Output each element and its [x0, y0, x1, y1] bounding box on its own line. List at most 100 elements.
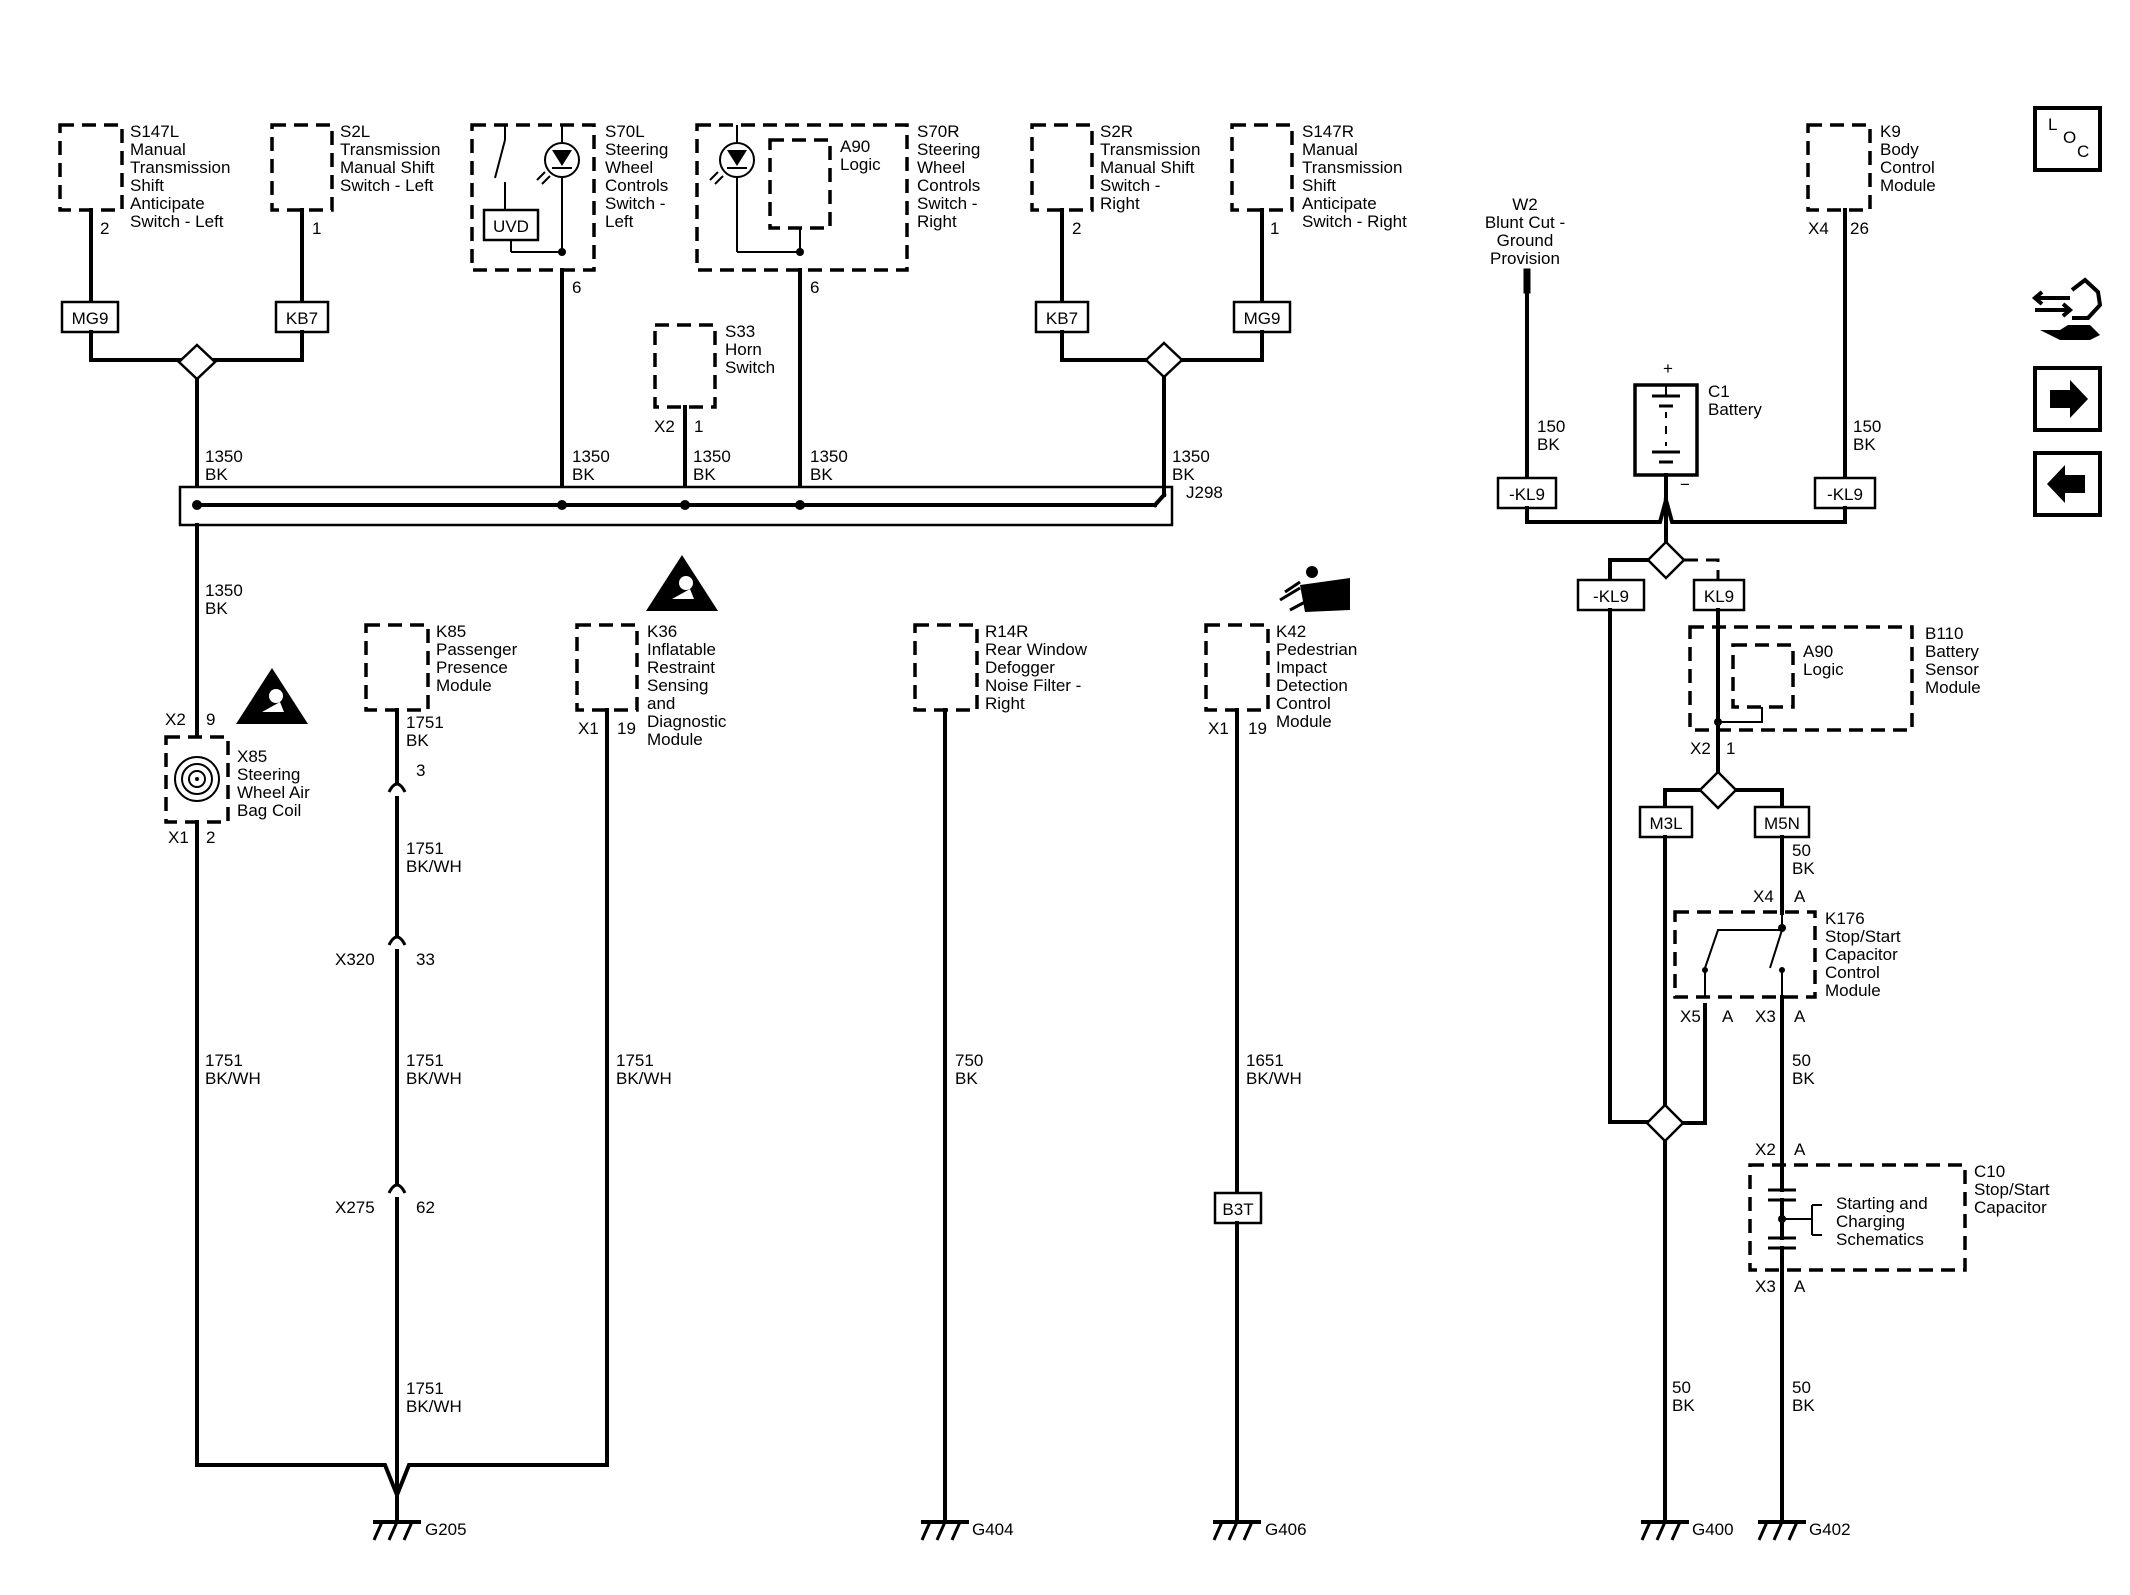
ground-g205: G205	[372, 1520, 467, 1541]
svg-text:BK: BK	[693, 465, 716, 484]
component-k9[interactable]: K9 Body Control Module X4 26	[1806, 122, 1936, 238]
splice-kl9-low-right	[1692, 578, 1746, 612]
svg-text:R14R: R14R	[985, 622, 1028, 641]
component-s70r[interactable]: A90 Logic S70R Steering Wheel Controls S…	[695, 122, 980, 297]
wrench-icon	[2040, 325, 2100, 340]
svg-text:S2L: S2L	[340, 122, 370, 141]
component-k176[interactable]: K176 Stop/Start Capacitor Control Module…	[1673, 887, 1901, 1026]
svg-text:K9: K9	[1880, 122, 1901, 141]
svg-text:1350: 1350	[205, 447, 243, 466]
svg-text:X4: X4	[1753, 887, 1774, 906]
svg-text:Body: Body	[1880, 140, 1919, 159]
svg-text:Module: Module	[1276, 712, 1332, 731]
splice-mg9-right	[1232, 300, 1292, 334]
svg-text:62: 62	[416, 1198, 435, 1217]
svg-text:Left: Left	[605, 212, 634, 231]
svg-text:-KL9: -KL9	[1593, 587, 1629, 606]
svg-text:3: 3	[416, 761, 425, 780]
component-s147l[interactable]: S147L Manual Transmission Shift Anticipa…	[58, 122, 230, 238]
svg-text:C10: C10	[1974, 1162, 2005, 1181]
svg-text:BK: BK	[1853, 435, 1876, 454]
component-w2[interactable]: W2 Blunt Cut - Ground Provision	[1485, 195, 1565, 268]
svg-text:MG9: MG9	[72, 309, 109, 328]
s147l-pin: 2	[100, 219, 109, 238]
svg-text:O: O	[2063, 128, 2076, 147]
svg-text:X320: X320	[335, 950, 375, 969]
svg-text:Passenger: Passenger	[436, 640, 518, 659]
svg-text:BK/WH: BK/WH	[1246, 1069, 1302, 1088]
svg-text:BK: BK	[1537, 435, 1560, 454]
svg-text:X2: X2	[165, 710, 186, 729]
svg-text:2: 2	[1072, 219, 1081, 238]
svg-text:150: 150	[1853, 417, 1881, 436]
svg-text:1: 1	[312, 219, 321, 238]
svg-text:1350: 1350	[205, 581, 243, 600]
splice-b3t	[1213, 1191, 1263, 1225]
svg-text:−: −	[1680, 475, 1690, 494]
svg-text:Manual Shift: Manual Shift	[1100, 158, 1195, 177]
svg-text:2: 2	[206, 828, 215, 847]
component-s2r[interactable]: S2R Transmission Manual Shift Switch - R…	[1030, 122, 1200, 238]
next-page-button[interactable]	[2033, 366, 2102, 432]
location-button[interactable]: L O C	[2033, 106, 2102, 172]
svg-text:G406: G406	[1265, 1520, 1307, 1539]
svg-text:A: A	[1722, 1007, 1734, 1026]
splice-mg9-left	[60, 300, 120, 334]
coil-icon	[174, 756, 220, 802]
svg-text:1350: 1350	[572, 447, 610, 466]
ground-g404: G404	[920, 1520, 1014, 1541]
svg-text:BK/WH: BK/WH	[616, 1069, 672, 1088]
previous-page-button[interactable]	[2033, 451, 2102, 517]
component-k36[interactable]: K36 Inflatable Restraint Sensing and Dia…	[575, 622, 727, 749]
svg-text:BK: BK	[572, 465, 595, 484]
svg-text:Starting and: Starting and	[1836, 1194, 1928, 1213]
svg-text:Module: Module	[1925, 678, 1981, 697]
svg-text:1651: 1651	[1246, 1051, 1284, 1070]
s147l-ref: S147L	[130, 122, 179, 141]
svg-text:Pedestrian: Pedestrian	[1276, 640, 1357, 659]
svg-text:50: 50	[1792, 1378, 1811, 1397]
svg-text:M3L: M3L	[1649, 814, 1682, 833]
svg-text:Module: Module	[1880, 176, 1936, 195]
svg-text:6: 6	[810, 278, 819, 297]
svg-text:Ground: Ground	[1497, 231, 1554, 250]
component-s33[interactable]: S33 Horn Switch X2 1	[653, 322, 775, 436]
svg-text:MG9: MG9	[1244, 309, 1281, 328]
component-x85[interactable]: X85 Steering Wheel Air Bag Coil X2 9 X1 …	[164, 710, 310, 847]
svg-text:1751: 1751	[616, 1051, 654, 1070]
svg-text:Provision: Provision	[1490, 249, 1560, 268]
component-k85[interactable]: K85 Passenger Presence Module	[364, 622, 518, 712]
svg-text:G404: G404	[972, 1520, 1014, 1539]
svg-text:BK: BK	[1792, 1396, 1815, 1415]
svg-text:S33: S33	[725, 322, 755, 341]
svg-text:K176: K176	[1825, 909, 1865, 928]
svg-text:Transmission: Transmission	[340, 140, 440, 159]
svg-text:B110: B110	[1925, 624, 1963, 643]
svg-text:Horn: Horn	[725, 340, 762, 359]
component-k42[interactable]: K42 Pedestrian Impact Detection Control …	[1204, 622, 1357, 738]
svg-text:B3T: B3T	[1222, 1200, 1253, 1219]
svg-text:Right: Right	[917, 212, 957, 231]
svg-text:G205: G205	[425, 1520, 467, 1539]
svg-text:A: A	[1794, 1007, 1806, 1026]
component-b110[interactable]: A90 Logic B110 Battery Sensor Module X2 …	[1688, 624, 1981, 758]
svg-text:BK: BK	[406, 731, 429, 750]
splice-diamond-battery	[1646, 540, 1686, 580]
arrow-left-icon	[2047, 465, 2085, 503]
component-c10[interactable]: Starting and Charging Schematics C10 Sto…	[1748, 1140, 2050, 1296]
component-s70l[interactable]: UVD S70L Steering Wheel Controls Switch …	[470, 122, 668, 297]
svg-text:1751: 1751	[406, 1051, 444, 1070]
svg-text:BK: BK	[205, 599, 228, 618]
svg-text:Shift: Shift	[130, 176, 164, 195]
svg-text:Switch -: Switch -	[1100, 176, 1160, 195]
svg-text:Wheel Air: Wheel Air	[237, 783, 310, 802]
component-s147r[interactable]: S147R Manual Transmission Shift Anticipa…	[1230, 122, 1407, 238]
component-s2l[interactable]: S2L Transmission Manual Shift Switch - L…	[270, 122, 440, 238]
svg-text:and: and	[647, 694, 675, 713]
component-locator-icon[interactable]	[2031, 277, 2103, 340]
component-c1-battery[interactable]: + − C1 Battery	[1633, 359, 1762, 494]
svg-text:Switch -: Switch -	[605, 194, 665, 213]
svg-text:G402: G402	[1809, 1520, 1851, 1539]
component-r14r[interactable]: R14R Rear Window Defogger Noise Filter -…	[913, 622, 1088, 713]
